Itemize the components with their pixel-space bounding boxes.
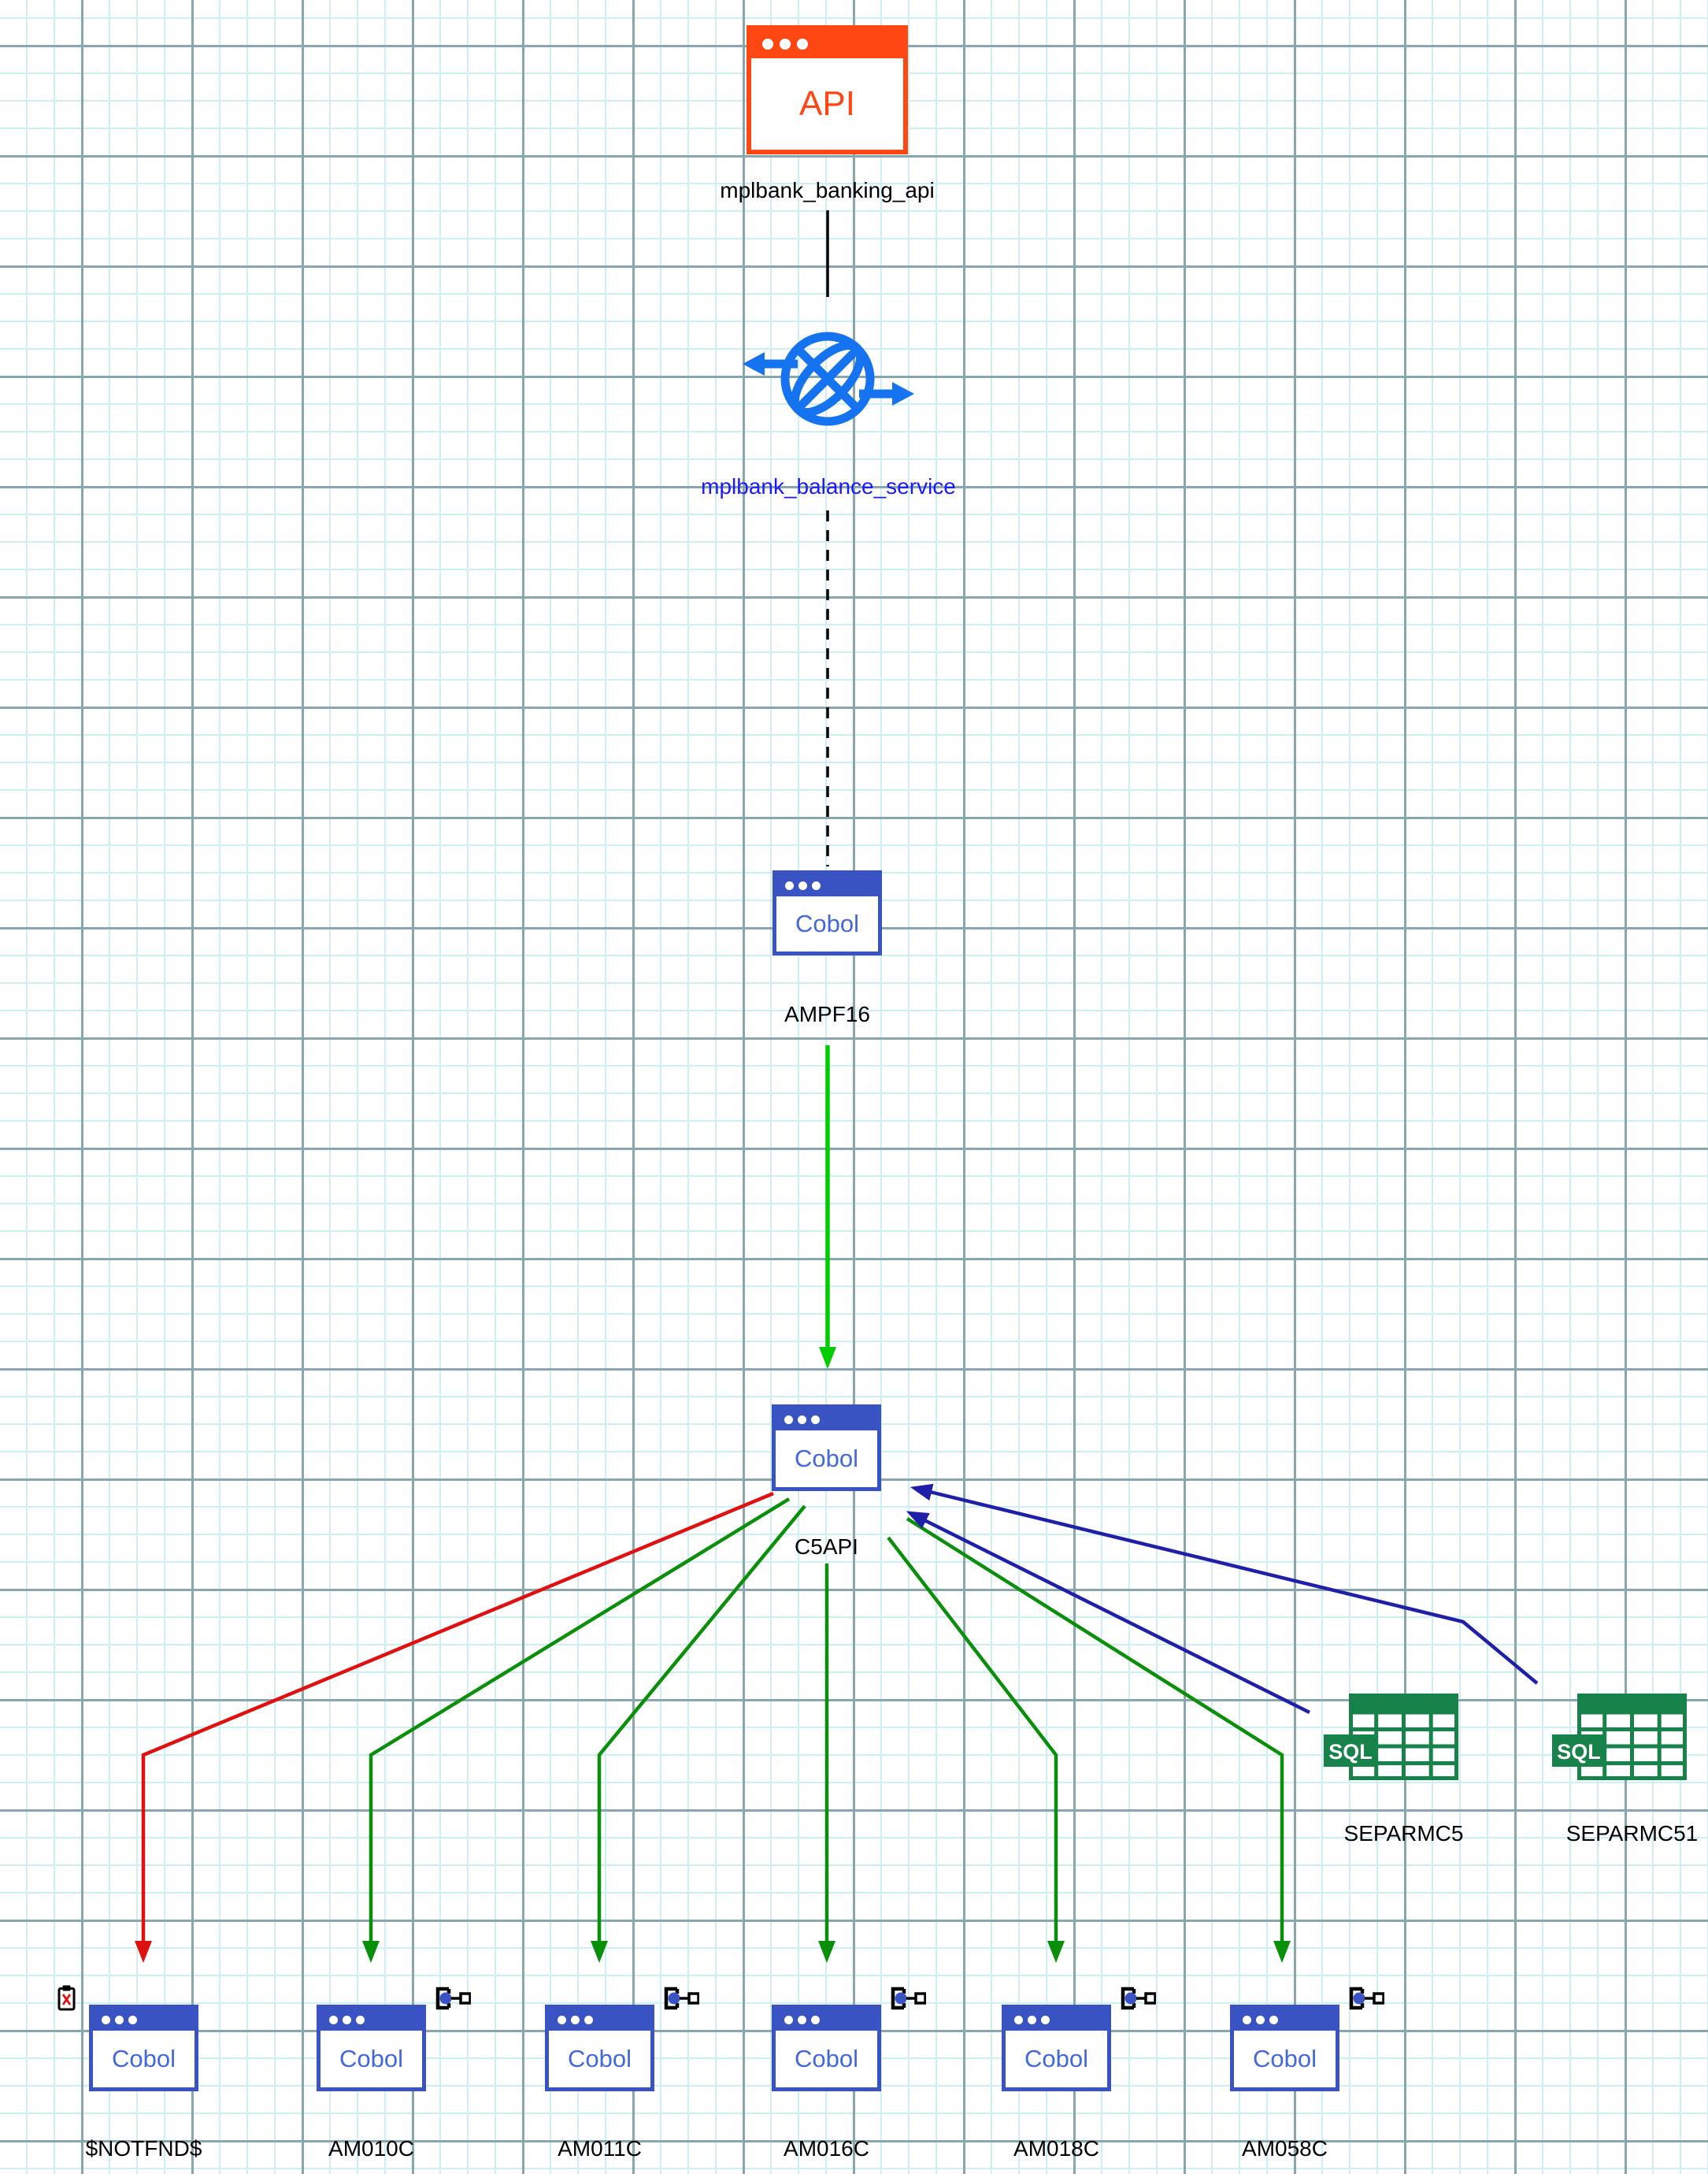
node-label-am016c: AM016C <box>784 2136 869 2161</box>
window-dot <box>797 39 808 50</box>
window-dot <box>329 2015 338 2024</box>
node-notfnd[interactable]: Cobol <box>89 2005 198 2091</box>
connector-separmc51-to-c5api[interactable] <box>910 1483 1539 1685</box>
window-type-text: Cobol <box>1024 2045 1088 2072</box>
node-ampf16[interactable]: Cobol <box>772 870 882 955</box>
window-type-text: API <box>799 84 855 123</box>
window-dot <box>1269 2015 1278 2024</box>
window-dot <box>798 881 807 890</box>
window-dot <box>798 2015 806 2024</box>
window-dot <box>762 39 773 50</box>
component-icon <box>891 1987 926 2010</box>
node-am016c[interactable]: Cobol <box>772 2005 881 2091</box>
clipboard-error-icon <box>57 1985 76 2011</box>
window-dot <box>811 1415 820 1424</box>
window-dot <box>102 2015 110 2024</box>
window-titlebar <box>93 2009 195 2031</box>
node-am011c[interactable]: Cobol <box>545 2005 654 2091</box>
window-dot <box>1028 2015 1036 2024</box>
connector-c5api-to-am010c[interactable] <box>362 1497 791 1963</box>
window-titlebar <box>776 1408 877 1430</box>
window-type-text: Cobol <box>1253 2045 1317 2072</box>
network-service-icon[interactable] <box>743 331 914 427</box>
node-label-notfnd: $NOTFND$ <box>85 2136 202 2161</box>
connector-separmc5-to-c5api[interactable] <box>906 1511 1311 1715</box>
window-type-text: Cobol <box>795 1445 858 1472</box>
connector-c5api-to-am058c[interactable] <box>906 1517 1291 1963</box>
sql-badge-label: SQL <box>1557 1740 1601 1764</box>
window-dot <box>780 39 791 50</box>
node-label-api: mplbank_banking_api <box>720 178 935 202</box>
window-dot <box>784 1415 793 1424</box>
window-titlebar <box>1006 2009 1107 2031</box>
window-dot <box>812 881 821 890</box>
window-type-text: Cobol <box>795 910 859 937</box>
window-dot <box>798 1415 806 1424</box>
window-type-text: Cobol <box>112 2045 176 2072</box>
window-dot <box>571 2015 580 2024</box>
node-label-am010c: AM010C <box>328 2136 414 2161</box>
window-titlebar <box>751 30 903 58</box>
window-type-text: Cobol <box>568 2045 632 2072</box>
window-dot <box>1243 2015 1251 2024</box>
window-dot <box>785 881 794 890</box>
node-label-ampf16: AMPF16 <box>784 1002 870 1026</box>
window-dot <box>1014 2015 1023 2024</box>
node-am010c[interactable]: Cobol <box>317 2005 426 2091</box>
connector-c5api-to-notfnd[interactable] <box>135 1491 774 1963</box>
window-dot <box>784 2015 793 2024</box>
node-label-c5api: C5API <box>795 1534 858 1559</box>
component-icon <box>664 1987 699 2010</box>
node-am018c[interactable]: Cobol <box>1002 2005 1111 2091</box>
window-dot <box>1041 2015 1050 2024</box>
window-titlebar <box>776 874 878 896</box>
sql-table-icon[interactable]: SQL <box>1552 1694 1688 1780</box>
window-titlebar <box>549 2009 650 2031</box>
window-titlebar <box>1234 2009 1336 2031</box>
node-label-am058c: AM058C <box>1242 2136 1328 2161</box>
node-label-separmc51: SEPARMC51 <box>1565 1821 1699 1846</box>
sql-badge-label: SQL <box>1328 1740 1373 1764</box>
window-titlebar <box>320 2009 422 2031</box>
window-dot <box>584 2015 593 2024</box>
window-type-text: Cobol <box>795 2045 858 2072</box>
window-dot <box>128 2015 137 2024</box>
connector-c5api-to-am011c[interactable] <box>591 1504 806 1963</box>
window-dot <box>1256 2015 1265 2024</box>
window-dot <box>356 2015 365 2024</box>
window-dot <box>115 2015 124 2024</box>
component-icon <box>435 1987 471 2010</box>
window-dot <box>811 2015 820 2024</box>
node-am058c[interactable]: Cobol <box>1230 2005 1339 2091</box>
component-icon <box>1121 1987 1156 2010</box>
connector-c5api-to-am018c[interactable] <box>887 1536 1065 1963</box>
node-label-am018c: AM018C <box>1013 2136 1099 2161</box>
node-c5api[interactable]: Cobol <box>772 1404 881 1491</box>
window-dot <box>343 2015 351 2024</box>
node-label-service: mplbank_balance_service <box>701 474 956 499</box>
window-type-text: Cobol <box>339 2045 403 2072</box>
node-label-am011c: AM011C <box>558 2136 642 2161</box>
node-api[interactable]: API <box>747 25 908 154</box>
component-icon <box>1349 1987 1384 2010</box>
node-label-separmc5: SEPARMC5 <box>1343 1821 1464 1846</box>
sql-table-icon[interactable]: SQL <box>1324 1694 1459 1780</box>
window-titlebar <box>776 2009 877 2031</box>
window-dot <box>558 2015 566 2024</box>
